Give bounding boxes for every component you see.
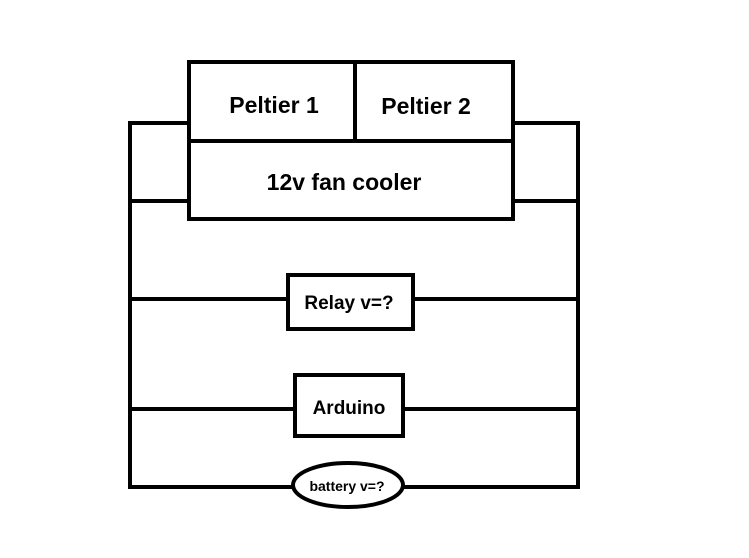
arduino-label: Arduino [313, 398, 386, 419]
fan-cooler-label: 12v fan cooler [267, 169, 422, 195]
peltier-1-box [187, 60, 357, 143]
fan-cooler-block: 12v fan cooler [187, 139, 515, 221]
peltier-2-box [353, 60, 515, 143]
peltier-2-block: Peltier 2 [353, 60, 515, 143]
peltier-1-label: Peltier 1 [229, 92, 319, 118]
peltier-2-label: Peltier 2 [381, 93, 471, 119]
relay-block: Relay v=? [286, 273, 415, 331]
peltier-1-block: Peltier 1 [187, 60, 357, 143]
arduino-box [293, 373, 405, 438]
battery-block: battery v=? [291, 461, 405, 509]
arduino-block: Arduino [293, 373, 405, 438]
wires [128, 121, 580, 489]
battery-ellipse [291, 461, 405, 509]
fan-cooler-box [187, 139, 515, 221]
relay-box [286, 273, 415, 331]
battery-label: battery v=? [309, 478, 384, 494]
relay-label: Relay v=? [304, 293, 393, 314]
